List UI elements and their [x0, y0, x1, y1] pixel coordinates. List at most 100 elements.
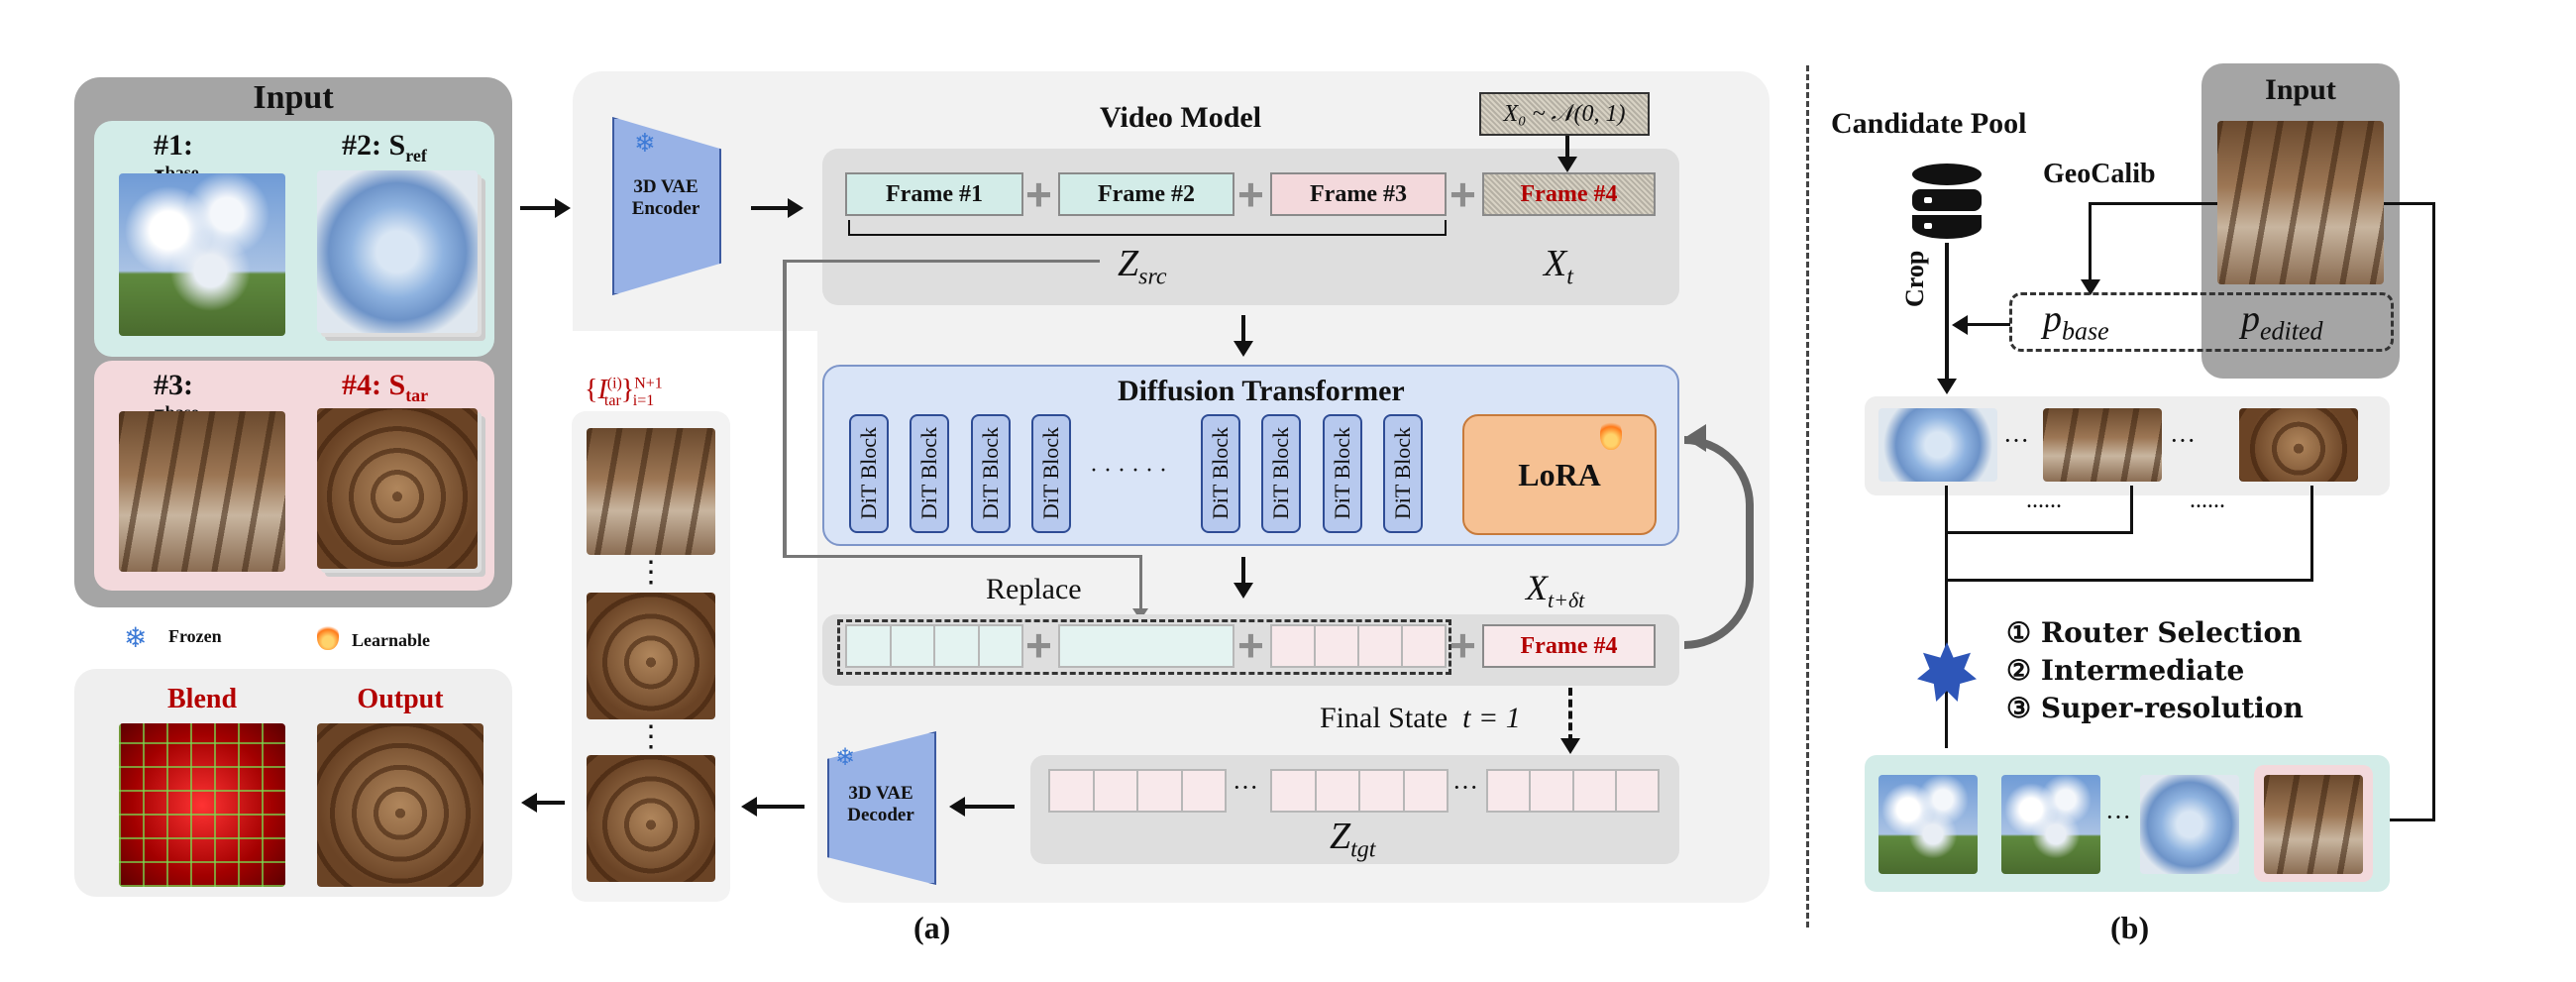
input-bypass-line	[2384, 202, 2435, 205]
arrowhead	[1684, 424, 1706, 452]
tar-base-image	[119, 411, 285, 572]
decoder-frozen-icon: ❄	[835, 745, 856, 771]
ztgt-label: Ztgt	[1330, 816, 1376, 863]
final-state-label: Final State t = 1	[1320, 702, 1521, 734]
zsrc-label: Zsrc	[1118, 243, 1167, 290]
candidate-image	[1878, 408, 1997, 482]
frame-4-output: Frame #4	[1482, 624, 1656, 668]
dit-block: DiT Block	[1201, 414, 1240, 533]
plus-5: +	[1237, 619, 1264, 671]
encoder-label: 3D VAE Encoder	[631, 176, 700, 219]
output-label: Output	[357, 684, 444, 714]
step-1: ① Router Selection	[2006, 616, 2303, 649]
tar-target-image	[317, 408, 478, 569]
ref-source-image	[317, 170, 478, 333]
arrow-encoder-frames	[751, 206, 791, 210]
panel-divider	[1806, 65, 1809, 927]
vae-encoder	[612, 117, 721, 295]
dit-block: DiT Block	[1323, 414, 1362, 533]
arrow-noise-frame	[1565, 136, 1569, 160]
frame-4-noisy: Frame #4	[1482, 172, 1656, 216]
ztgt-cells	[1486, 769, 1660, 813]
replace-dashed-box	[837, 619, 1451, 675]
tree-line	[2310, 486, 2313, 581]
xt-dt-label: Xt+δt	[1526, 568, 1585, 613]
arrowhead	[788, 198, 804, 218]
ztgt-cells	[1048, 769, 1227, 813]
plus-3: +	[1449, 168, 1476, 220]
frame-2: Frame #2	[1058, 172, 1234, 216]
arrowhead	[741, 797, 757, 817]
plus-1: +	[1025, 168, 1052, 220]
plus-2: +	[1237, 168, 1264, 220]
arrow-ztgt-decoder	[963, 805, 1015, 809]
geocalib-label: GeoCalib	[2043, 159, 2156, 189]
dit-block: DiT Block	[1031, 414, 1071, 533]
replace-line	[783, 260, 787, 557]
arrowhead	[521, 793, 537, 813]
p-base-label: pbase	[2043, 298, 2109, 346]
dit-dots: · · · · · ·	[1090, 458, 1167, 484]
candidate-pool-title: Candidate Pool	[1831, 107, 2027, 140]
dit-block: DiT Block	[849, 414, 889, 533]
arrowhead	[1234, 583, 1253, 599]
output-b-image	[2140, 775, 2239, 874]
p-edited-label: pedited	[2241, 298, 2323, 346]
arrow-frames-dit	[1241, 315, 1245, 343]
replace-line	[1139, 555, 1142, 614]
token-cells-pink	[1270, 624, 1447, 668]
dit-block: DiT Block	[910, 414, 949, 533]
arrow-input-encoder	[520, 206, 560, 210]
token-cells-teal	[1058, 624, 1234, 668]
tree-line	[1945, 486, 1948, 748]
video-model-title: Video Model	[1100, 101, 1262, 134]
arrowhead	[1952, 315, 1968, 335]
step-2: ② Intermediate	[2006, 654, 2245, 687]
output-image	[317, 723, 483, 887]
arrow-db-down	[1945, 243, 1949, 382]
dit-block: DiT Block	[971, 414, 1011, 533]
ztgt-dots: ···	[1452, 773, 1478, 802]
sequence-frame	[587, 593, 715, 719]
ztgt-cells	[1270, 769, 1449, 813]
ztgt-dots: ···	[1233, 773, 1258, 802]
dit-block: DiT Block	[1261, 414, 1301, 533]
output-b-image	[1878, 775, 1978, 874]
tree-dots: ......	[2190, 488, 2225, 513]
input-item-4-label: #4: Star	[342, 369, 429, 405]
crop-label: Crop	[1900, 250, 1929, 307]
token-cells-teal	[845, 624, 1023, 668]
step-3: ③ Super-resolution	[2006, 692, 2304, 724]
plus-6: +	[1449, 619, 1476, 671]
legend-frozen: Frozen	[168, 626, 222, 646]
geocalib-line	[2091, 202, 2217, 205]
sequence-label: {I(i)tar}N+1i=1	[585, 375, 663, 409]
dit-title: Diffusion Transformer	[1118, 375, 1405, 407]
output-b-dots: ···	[2105, 803, 2131, 831]
arrowhead	[2081, 279, 2100, 295]
sequence-ellipsis: ⋮	[636, 720, 666, 753]
sequence-frame	[587, 755, 715, 882]
geocalib-line	[2089, 202, 2092, 281]
vae-decoder	[827, 731, 936, 885]
sequence-ellipsis: ⋮	[636, 556, 666, 589]
caption-a: (a)	[913, 910, 951, 945]
tree-line	[2130, 486, 2133, 533]
input-bypass-line	[2388, 818, 2435, 821]
fire-icon	[317, 622, 339, 650]
plus-4: +	[1025, 619, 1052, 671]
output-b-target-image	[2264, 775, 2363, 874]
zsrc-brace	[848, 220, 1447, 236]
input-bypass-line	[2432, 202, 2435, 821]
arrow-seq-output	[535, 801, 565, 805]
tree-dots: ......	[2026, 488, 2062, 513]
frame-1: Frame #1	[845, 172, 1023, 216]
arrowhead	[1557, 157, 1577, 172]
blend-label: Blend	[166, 684, 238, 714]
fire-icon	[1600, 418, 1622, 450]
lora-block: LoRA	[1462, 414, 1657, 535]
replace-label: Replace	[986, 573, 1082, 605]
arrowhead	[949, 797, 965, 817]
pose-dashed-box	[2009, 292, 2394, 352]
frozen-icon: ❄	[124, 623, 148, 654]
